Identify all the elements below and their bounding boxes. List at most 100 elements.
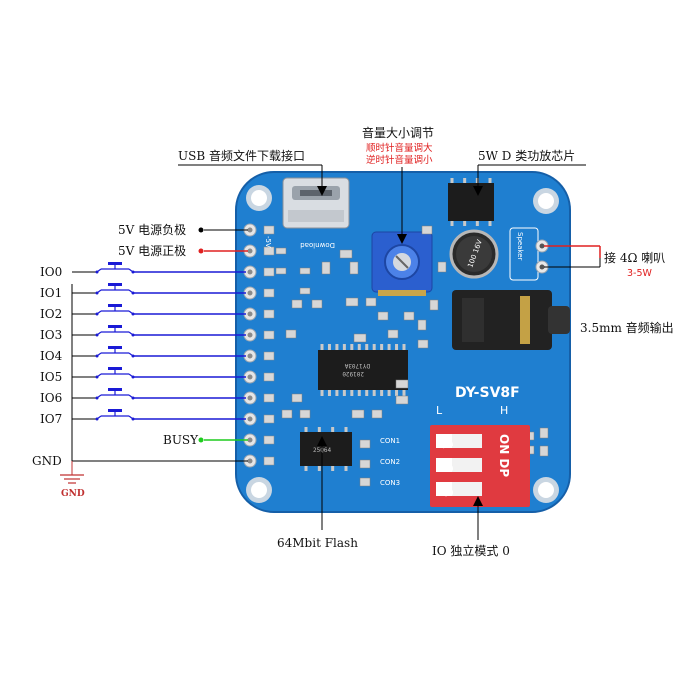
io-line-io3: IO3 [40, 325, 246, 342]
header-pin [243, 433, 275, 447]
push-button-icon [95, 409, 135, 421]
smd-part [421, 225, 433, 235]
label-amp-chip: 5W D 类功放芯片 [478, 148, 575, 163]
smd-part [365, 297, 377, 307]
header-pin [243, 454, 275, 468]
label-usb-interface: USB 音频文件下载接口 [178, 148, 305, 163]
push-button-icon [95, 283, 135, 295]
header-pin [243, 307, 275, 321]
io-line-io7: IO7 [40, 409, 246, 426]
io-line-io0: IO0 [40, 262, 246, 279]
smd-part [359, 459, 371, 469]
smd-part [281, 409, 293, 419]
label-io4: IO4 [40, 349, 63, 363]
smd-part [275, 247, 287, 255]
main-chip-label: DY1703A [344, 362, 370, 369]
smd-part [377, 311, 389, 321]
board-model: DY-SV8F [455, 385, 520, 401]
io-line-io2: IO2 [40, 304, 246, 321]
smd-part [275, 267, 287, 275]
header-pin [243, 328, 275, 342]
smd-part [339, 249, 353, 259]
smd-part [311, 299, 323, 309]
label-volume: 音量大小调节 [362, 125, 434, 140]
smd-part [291, 299, 303, 309]
mounting-hole-bottom-right [533, 477, 559, 503]
mounting-hole-top-right [533, 188, 559, 214]
push-button-icon [95, 388, 135, 400]
flash-chip: 25Q64 [300, 427, 352, 471]
smd-part [437, 261, 447, 273]
potentiometer [371, 231, 433, 296]
header-pin [243, 391, 275, 405]
label-io-mode: IO 独立模式 0 [432, 543, 510, 558]
dip-number-2: 2 [439, 465, 454, 473]
label-io5: IO5 [40, 370, 62, 384]
io-line-io4: IO4 [40, 346, 246, 363]
smd-part [539, 427, 549, 439]
label-volume-cw: 顺时针音量调大 [366, 142, 433, 154]
smd-part [417, 339, 429, 349]
label-speaker-power: 3-5W [627, 268, 653, 279]
io-line-io6: IO6 [40, 388, 246, 405]
label-power-positive: 5V 电源正极 [118, 244, 186, 258]
label-audio-output: 3.5mm 音频输出 [580, 320, 674, 335]
amp-chip [448, 178, 494, 226]
smd-part [417, 319, 427, 331]
smd-part [299, 267, 311, 275]
con-label-1: CON1 [380, 437, 400, 445]
silk-speaker: Speaker [516, 232, 524, 261]
smd-part [387, 329, 399, 339]
smd-part [291, 393, 303, 403]
arrow-down-icon [397, 234, 407, 244]
push-button-icon [95, 325, 135, 337]
arrow-up-icon [317, 436, 327, 446]
smd-part [299, 409, 311, 419]
smd-components [275, 225, 549, 487]
usb-connector [282, 177, 350, 229]
con-label-2: CON2 [380, 458, 400, 466]
smd-part [359, 439, 371, 449]
push-button-icon [95, 304, 135, 316]
label-io0: IO0 [40, 265, 62, 279]
electrolytic-capacitor: 100 16V [449, 229, 499, 279]
push-button-icon [95, 262, 135, 274]
label-io1: IO1 [40, 286, 62, 300]
label-busy: BUSY [163, 433, 199, 447]
arrow-down-icon [317, 186, 327, 196]
smd-part [299, 287, 311, 295]
header-pin [243, 223, 275, 237]
io-line-io1: IO1 [40, 283, 246, 300]
smd-part [349, 261, 359, 275]
silk-minus: -5V [264, 236, 272, 248]
label-io2: IO2 [40, 307, 62, 321]
arrow-down-icon [473, 186, 483, 196]
io-line-io5: IO5 [40, 367, 246, 384]
label-gnd-symbol: GND [61, 489, 85, 499]
label-gnd: GND [32, 454, 62, 468]
silk-download: Download [300, 241, 335, 249]
right-callouts: 接 4Ω 喇叭 3-5W 3.5mm 音频输出 [544, 245, 674, 335]
arrow-up-icon [473, 496, 483, 506]
audio-jack [452, 290, 570, 350]
top-callouts: USB 音频文件下载接口 音量大小调节 顺时针音量调大 逆时针音量调小 5W D… [178, 125, 586, 244]
pin-header [243, 223, 275, 468]
smd-part [371, 409, 383, 419]
label-io3: IO3 [40, 328, 62, 342]
smd-part [321, 261, 331, 275]
smd-part [395, 395, 409, 405]
bottom-callouts: 64Mbit Flash IO 独立模式 0 [277, 436, 510, 558]
dip-label-h: H [500, 404, 508, 417]
dip-on-dp: ON DP [497, 434, 511, 477]
header-pin [243, 265, 275, 279]
header-pin [243, 370, 275, 384]
smd-part [429, 299, 439, 311]
smd-part [403, 311, 415, 321]
dip-switch: 1 2 3 ON DP [430, 425, 530, 507]
pcb-board: -5V Download 100 16V [235, 171, 571, 513]
dip-number-3: 3 [439, 489, 454, 497]
push-button-icon [95, 346, 135, 358]
dip-label-l: L [436, 404, 443, 417]
